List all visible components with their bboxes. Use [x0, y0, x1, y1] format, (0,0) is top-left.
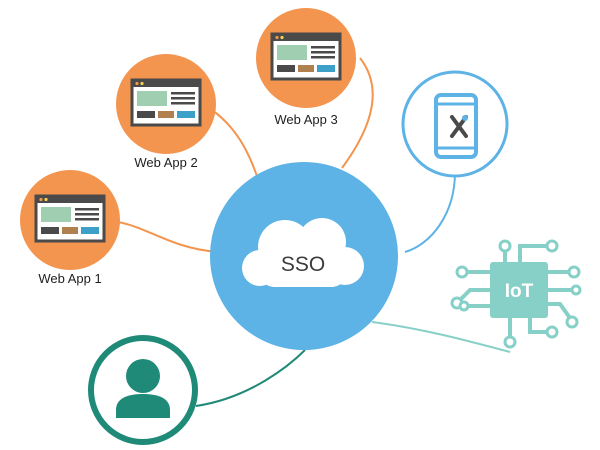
sso-hub-label: SSO: [281, 253, 325, 276]
browser-window-icon: [130, 78, 202, 127]
circuit-chip-icon: [458, 244, 572, 338]
browser-window-icon: [270, 32, 342, 81]
connector-mobile: [404, 171, 456, 253]
web-app-2-node: Web App 2: [116, 54, 216, 170]
connectors: [117, 57, 511, 407]
web-app-1-label: Web App 1: [38, 271, 101, 286]
web-app-2-label: Web App 2: [134, 155, 197, 170]
web-app-3-node: Web App 3: [256, 8, 356, 127]
connector-web-app-2: [211, 109, 261, 186]
iot-node: IoT: [450, 239, 582, 349]
web-app-1-node: Web App 1: [20, 170, 120, 286]
smartphone-tools-icon: [434, 93, 478, 159]
web-app-3-label: Web App 3: [274, 112, 337, 127]
browser-window-icon: [34, 194, 106, 243]
mobile-node: [401, 70, 509, 178]
connector-iot: [371, 321, 511, 353]
connector-web-app-1: [117, 221, 219, 253]
user-node: [88, 335, 198, 445]
cloud-icon: [242, 218, 364, 287]
iot-label: IoT: [505, 281, 534, 302]
connector-user: [195, 349, 306, 407]
connector-web-app-3: [341, 57, 374, 169]
sso-hub: SSO: [210, 162, 398, 350]
user-avatar-icon: [116, 359, 170, 418]
iot-chip: [490, 262, 548, 318]
